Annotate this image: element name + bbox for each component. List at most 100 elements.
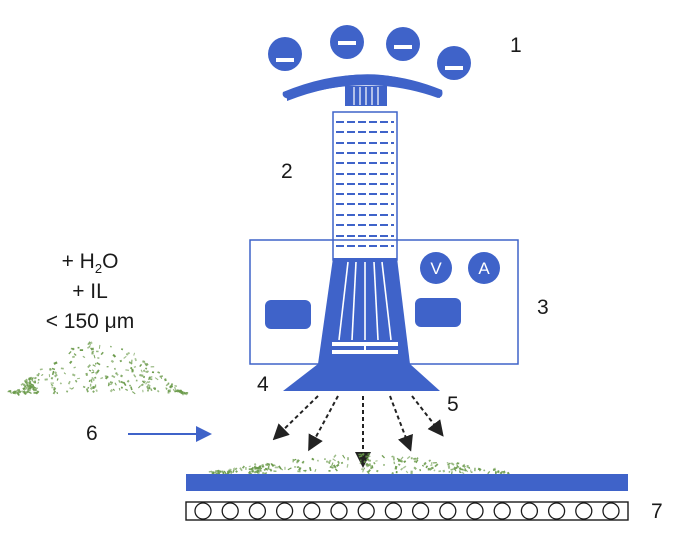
powder-speck	[250, 466, 255, 471]
powder-speck	[235, 470, 238, 473]
powder-speck	[142, 369, 146, 373]
powder-speck	[168, 384, 173, 389]
negative-ions	[268, 25, 471, 80]
powder-speck	[148, 377, 153, 381]
powder-speck	[413, 466, 417, 470]
powder-speck	[29, 383, 35, 387]
powder-speck	[60, 367, 64, 370]
powder-speck	[406, 455, 411, 460]
powder-speck	[400, 456, 404, 461]
powder-speck	[455, 462, 459, 466]
capillary-cap-lines	[353, 87, 379, 105]
powder-speck	[33, 391, 37, 394]
conveyor-rollers	[194, 502, 620, 520]
powder-speck	[151, 371, 155, 374]
roller	[303, 502, 321, 520]
powder-speck	[27, 389, 30, 393]
powder-speck	[140, 369, 143, 373]
powder-speck	[474, 467, 476, 472]
powder-speck	[85, 388, 89, 393]
powder-speck	[253, 470, 258, 474]
powder-speck	[148, 386, 151, 390]
powder-speck	[398, 463, 401, 466]
powder-speck	[128, 384, 132, 387]
powder-speck	[363, 467, 366, 470]
powder-speck	[433, 469, 436, 472]
powder-speck	[110, 345, 112, 348]
powder-speck	[366, 457, 370, 461]
callout-3: 3	[537, 296, 549, 319]
powder-speck	[91, 369, 95, 372]
powder-speck	[63, 372, 66, 375]
powder-speck	[94, 376, 97, 379]
powder-speck	[50, 376, 54, 380]
powder-speck	[130, 366, 133, 370]
powder-speck	[359, 461, 362, 465]
powder-speck	[359, 459, 362, 461]
powder-speck	[174, 386, 177, 391]
curved-electrode-thick	[282, 74, 443, 99]
capillary-column	[332, 111, 398, 261]
powder-speck	[463, 469, 466, 472]
powder-speck	[54, 373, 58, 378]
powder-speck	[214, 471, 216, 474]
powder-speck	[52, 390, 57, 395]
roller	[411, 502, 430, 520]
powder-speck	[245, 467, 247, 470]
powder-speck	[131, 391, 136, 395]
powder-speck	[109, 388, 114, 393]
powder-speck	[296, 459, 300, 463]
powder-speck	[340, 461, 344, 465]
powder-speck	[125, 369, 130, 372]
powder-speck	[273, 464, 276, 466]
powder-speck	[111, 374, 116, 379]
powder-speck	[365, 455, 369, 458]
powder-speck	[413, 457, 417, 460]
deposited-powder-layer	[208, 452, 511, 476]
powder-speck	[292, 458, 294, 463]
funnel-slot-bottom	[332, 350, 398, 354]
powder-speck	[89, 383, 92, 387]
powder-speck	[28, 384, 31, 387]
nozzle-base	[283, 364, 440, 391]
powder-speck	[273, 470, 277, 472]
powder-speck	[421, 464, 425, 467]
powder-speck	[284, 466, 286, 470]
powder-speck	[160, 376, 163, 379]
powder-speck	[95, 389, 98, 392]
minus-sign-icon	[445, 66, 463, 70]
powder-speck	[31, 385, 35, 389]
powder-speck	[219, 470, 222, 473]
powder-speck	[375, 460, 378, 462]
powder-speck	[327, 459, 332, 464]
powder-speck	[450, 468, 454, 471]
powder-speck	[157, 371, 161, 374]
powder-speck	[367, 452, 371, 456]
powder-speck	[27, 376, 32, 380]
powder-speck	[142, 389, 144, 393]
powder-speck	[402, 465, 407, 469]
powder-speck	[36, 374, 40, 377]
powder-speck	[120, 380, 124, 384]
powder-speck	[274, 466, 279, 469]
powder-speck	[208, 470, 213, 473]
powder-speck	[336, 463, 340, 467]
roller	[493, 502, 511, 520]
powder-speck	[25, 387, 28, 390]
powder-speck	[257, 469, 259, 472]
powder-speck	[123, 381, 127, 387]
powder-speck	[269, 468, 273, 472]
roller	[520, 502, 539, 520]
powder-speck	[403, 460, 407, 464]
powder-speck	[125, 353, 129, 356]
powder-speck	[107, 382, 110, 387]
powder-speck	[133, 365, 137, 368]
powder-speck	[265, 463, 269, 466]
powder-speck	[82, 355, 86, 359]
powder-speck	[94, 384, 97, 388]
powder-speck	[468, 466, 471, 470]
roller	[357, 502, 375, 520]
powder-speck	[267, 463, 270, 467]
powder-speck	[92, 390, 95, 394]
